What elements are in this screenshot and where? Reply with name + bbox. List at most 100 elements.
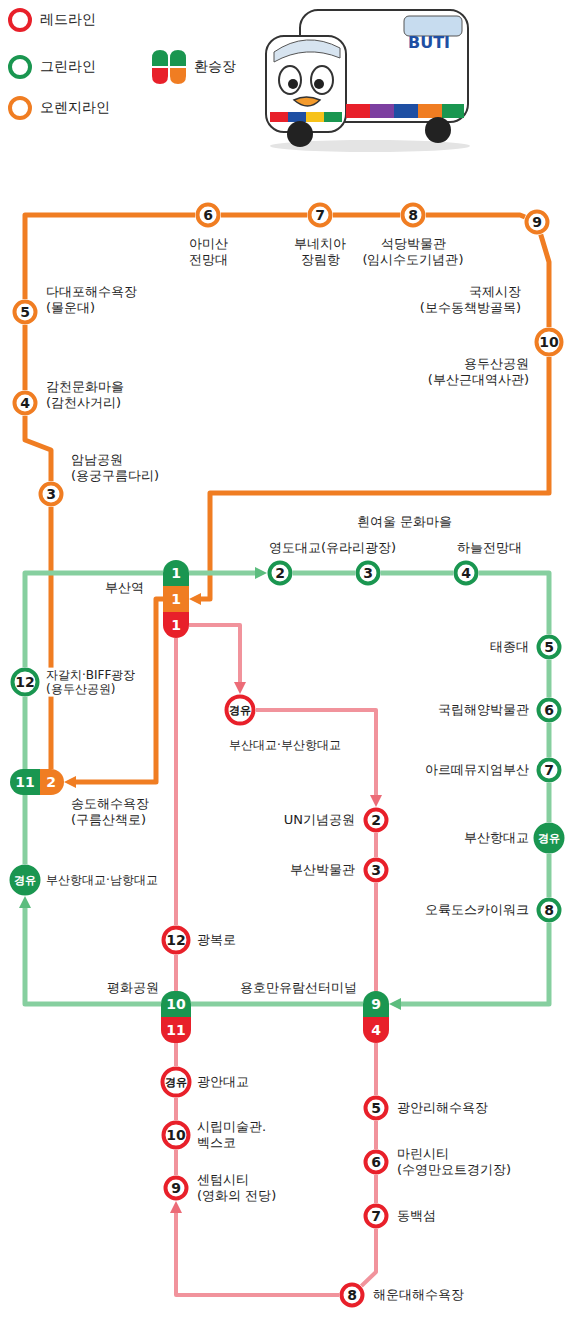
station-number: 4: [371, 1023, 381, 1037]
station-circle: 5태종대: [536, 634, 562, 660]
station-number: 8: [544, 903, 554, 917]
station-ring: [310, 205, 331, 226]
via-circle: 경유부산항대교: [533, 822, 565, 854]
transfer-cell: 11: [161, 1017, 191, 1043]
station-ring: [366, 1206, 387, 1227]
bus-eye: [279, 66, 301, 94]
via-circle: 경유부산대교·부산항대교: [224, 694, 256, 726]
station-ring: [163, 1069, 190, 1096]
station-name: 다대포해수욕장 (몰운대): [45, 284, 152, 315]
legend-label: 환승장: [194, 58, 236, 76]
station-ring: [537, 330, 562, 355]
route-segment: [547, 723, 552, 757]
station-circle: 7아르떼뮤지엄부산: [536, 757, 562, 783]
station-ring: [12, 867, 39, 894]
transfer-cell: 10평화공원: [161, 991, 191, 1017]
station-number: 11: [15, 775, 34, 789]
route-segment: [25, 573, 163, 667]
station-name: 부산항대교·남항대교: [45, 873, 159, 887]
station-ring: [227, 697, 254, 724]
station-ring: [342, 1285, 363, 1306]
route-segment: [23, 795, 28, 864]
via-mark: 경유: [538, 833, 560, 844]
brand-text: BUTI: [408, 33, 450, 52]
station-circle: 6국립해양박물관: [536, 697, 562, 723]
route-segment: [400, 923, 549, 1004]
station-ring: [366, 860, 387, 881]
transfer-cell: 4: [363, 1017, 389, 1043]
transfer-cell: 2송도해수욕장 (구름산책로): [38, 769, 64, 795]
route-segment: [174, 638, 178, 925]
station-name: 동백섬: [396, 1208, 437, 1224]
route-segment: [541, 234, 549, 327]
route-segment: [547, 783, 552, 822]
station-circle: 3암남공원 (용궁구름다리): [38, 481, 64, 507]
station-circle: 3흰여울 문화마을: [355, 560, 381, 586]
station-number: 7: [544, 763, 554, 777]
station-ring: [366, 1098, 387, 1119]
station-ring: [366, 1152, 387, 1173]
station-number: 2: [46, 775, 56, 789]
station-ring: [539, 760, 560, 781]
station-circle: 8해운대해수욕장: [339, 1282, 365, 1308]
station-name: 하늘전망대: [456, 540, 523, 556]
legend-item: 오렌지라인: [8, 96, 110, 120]
legend-label: 그린라인: [40, 58, 96, 76]
station-ring: [15, 302, 36, 323]
route-segment: [547, 660, 552, 697]
station-number: 2: [371, 813, 381, 827]
route-segment: [176, 1212, 339, 1295]
bus-wheel: [425, 117, 451, 143]
station-number: 5: [20, 305, 30, 319]
route-segment: [189, 625, 240, 683]
route-segment: [374, 833, 378, 857]
transfer-cell: 1부산역: [163, 586, 189, 612]
station-number: 7: [371, 1209, 381, 1223]
station-name: 용두산공원 (부산근대역사관): [408, 356, 530, 387]
station-name: 아미산 전망대: [177, 236, 239, 267]
route-segment: [200, 357, 549, 599]
station-circle: 6마린시티 (수영만요트경기장): [363, 1149, 389, 1175]
station-ring: [358, 563, 379, 584]
route-segment: [547, 854, 552, 897]
bus-beak: [294, 97, 320, 106]
station-name: UN기념공원: [283, 812, 356, 828]
station-number: 1: [171, 592, 181, 606]
station-number: 4: [461, 566, 471, 580]
station-name: 해운대해수욕장: [372, 1287, 465, 1303]
station-circle: 7부네치아 장림항: [307, 202, 333, 228]
station-name: 광안리해수욕장: [396, 1100, 489, 1116]
route-segment: [25, 907, 161, 1004]
route-segment: [25, 416, 51, 481]
route-segment: [23, 325, 28, 390]
station-name: 오륙도스카이워크: [424, 902, 530, 918]
via-mark: 경유: [14, 875, 36, 886]
transfer-cell: 9용호만유람선터미널: [363, 991, 389, 1017]
station-number: 10: [539, 335, 558, 349]
station-number: 5: [371, 1101, 381, 1115]
station-number: 1: [171, 566, 181, 580]
station-name: 마린시티 (수영만요트경기장): [396, 1146, 510, 1177]
station-name: 암남공원 (용궁구름다리): [70, 452, 172, 483]
station-name: 석당박물관 (임시수도기념관): [354, 236, 472, 267]
station-number: 9: [532, 215, 542, 229]
station-number: 9: [171, 1181, 181, 1195]
station-number: 11: [166, 1023, 185, 1037]
station-circle: 5광안리해수욕장: [363, 1095, 389, 1121]
route-segment: [23, 697, 28, 769]
station-ring: [539, 900, 560, 921]
station-name: 시립미술관. 벡스코: [196, 1119, 288, 1150]
station-ring: [164, 928, 189, 953]
station-ring: [166, 1178, 187, 1199]
station-circle: 6아미산 전망대: [195, 202, 221, 228]
bus-eye: [311, 66, 333, 94]
station-circle: 3부산박물관: [363, 857, 389, 883]
station-number: 3: [363, 566, 373, 580]
station-circle: 9국제시장 (보수동책방골목): [524, 209, 550, 235]
station-name: 부산대교·부산항대교: [228, 738, 342, 752]
station-name: 국립해양박물관: [437, 702, 530, 718]
route-segment: [426, 215, 525, 217]
station-name: 부네치아 장림항: [287, 236, 353, 267]
station-number: 10: [166, 1128, 185, 1142]
